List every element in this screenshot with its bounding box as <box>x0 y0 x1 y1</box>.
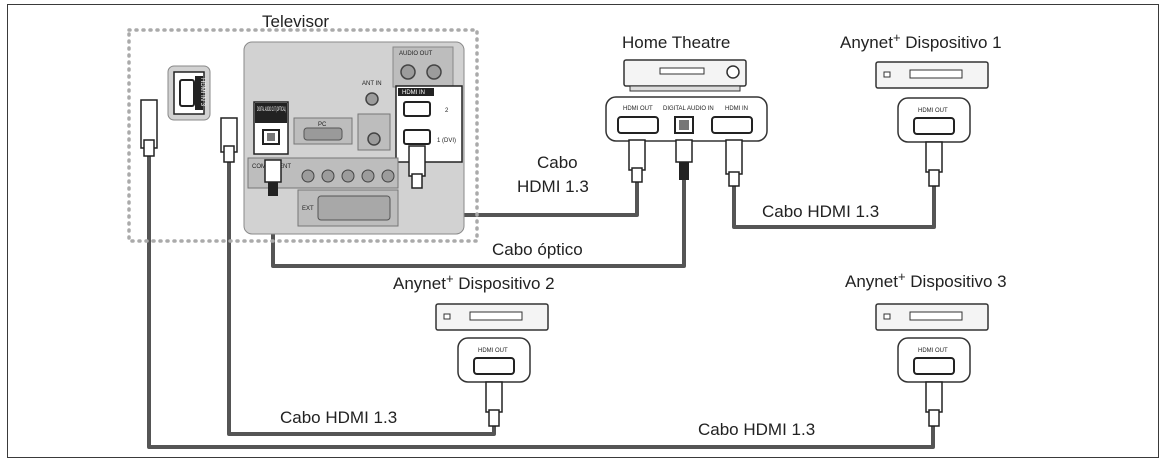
anynet-device-3: Anynet+ Dispositivo 3 HDMI OUT <box>845 269 1007 427</box>
cable-dev3-label: Cabo HDMI 1.3 <box>698 420 815 439</box>
scart-connector <box>317 195 391 221</box>
device2-hdmi-out-label: HDMI OUT <box>478 348 508 354</box>
tv-hdmi-in-block <box>395 85 463 163</box>
audio-out-block <box>392 46 454 88</box>
audio-out-label: AUDIO OUT <box>399 51 433 57</box>
cable-tv-ht-label-line2: HDMI 1.3 <box>517 177 589 196</box>
plug-ht-optical <box>675 139 693 180</box>
device2-anynet: Anynet <box>393 274 446 293</box>
cable-ht-dev1-label: Cabo HDMI 1.3 <box>762 202 879 221</box>
device2-sup: + <box>446 271 454 286</box>
anynet-device-1: Anynet+ Dispositivo 1 HDMI OUT <box>840 30 1002 187</box>
device3-name: Dispositivo 3 <box>910 272 1006 291</box>
tv-hdmi-in-header <box>398 88 434 96</box>
ant-in-label: ANT IN <box>362 81 382 87</box>
pc-label: PC <box>318 122 327 128</box>
ht-hdmi-out-port <box>617 116 659 134</box>
cable-device2 <box>227 160 496 436</box>
tv-dotted-border <box>127 28 479 243</box>
tv-hdmi-1-port <box>403 129 431 145</box>
device1-sup: + <box>893 30 901 45</box>
cable-tv-ht-label-line1: Cabo <box>537 153 578 172</box>
device3-label: Anynet+ Dispositivo 3 <box>845 269 1007 291</box>
device1-slot <box>909 69 963 79</box>
side-hdmi-label: HDMI IN 3 <box>199 78 205 107</box>
tv-label: Televisor <box>262 12 329 31</box>
side-hdmi-label-bg <box>195 76 203 110</box>
diagram-frame <box>7 4 1159 458</box>
ht-hdmi-in-label: HDMI IN <box>725 106 748 112</box>
digital-audio-out-label: DIGITAL AUDIO OUT (OPTICAL) <box>257 107 286 113</box>
device3-hdmi-port <box>913 357 955 375</box>
home-theatre-base <box>629 85 741 92</box>
device1-hdmi-port <box>913 117 955 135</box>
device3-hdmi-out-label: HDMI OUT <box>918 348 948 354</box>
cable-home-theatre-to-device1 <box>732 185 936 229</box>
component-jack-3 <box>341 169 355 183</box>
plug-device2-tv <box>220 117 238 163</box>
pc-connector <box>303 127 343 141</box>
device3-led <box>883 313 891 320</box>
device2-name: Dispositivo 2 <box>458 274 554 293</box>
component-jack-4 <box>361 169 375 183</box>
home-theatre: Home Theatre HDMI OUT DIGITAL AUDIO IN H… <box>605 33 768 187</box>
tv-group: Televisor AUDIO OUT ANT IN HDMI IN 2 1 (… <box>127 12 479 243</box>
cables <box>147 156 936 449</box>
device1-label: Anynet+ Dispositivo 1 <box>840 30 1002 52</box>
cable-dev2-label: Cabo HDMI 1.3 <box>280 408 397 427</box>
cable-optical-label: Cabo óptico <box>492 240 583 259</box>
audio-out-r-jack <box>426 64 442 80</box>
anynet-device-2: Anynet+ Dispositivo 2 HDMI OUT <box>393 271 555 427</box>
component-jack-2 <box>321 169 335 183</box>
device2-label: Anynet+ Dispositivo 2 <box>393 271 555 293</box>
ht-optical-inner <box>679 120 689 130</box>
component-jack-1 <box>301 169 315 183</box>
side-hdmi-port <box>179 79 195 107</box>
ht-digital-audio-in-label: DIGITAL AUDIO IN <box>663 106 714 112</box>
device3-sup: + <box>898 269 906 284</box>
plug-hdmi1-tv <box>408 145 426 189</box>
plug-optical-tv <box>264 159 282 196</box>
ht-hdmi-out-label: HDMI OUT <box>623 106 653 112</box>
ext-label: EXT <box>302 206 314 212</box>
device2-led <box>443 313 451 320</box>
plug-device2 <box>485 381 503 427</box>
home-theatre-knob <box>726 65 740 79</box>
device3-slot <box>909 311 963 321</box>
device1-anynet: Anynet <box>840 33 893 52</box>
plug-device3 <box>925 381 943 427</box>
tv-hdmi-2-port <box>403 101 431 117</box>
device1-led <box>883 71 891 78</box>
device3-anynet: Anynet <box>845 272 898 291</box>
tv-hdmi-2-label: 2 <box>445 108 449 114</box>
cable-device3 <box>147 156 935 449</box>
plug-device1 <box>925 141 943 187</box>
device1-name: Dispositivo 1 <box>905 33 1001 52</box>
tv-hdmi-1-label: 1 (DVI) <box>437 138 456 144</box>
ht-hdmi-in-port <box>711 116 753 134</box>
tv-hdmi-in-label: HDMI IN <box>402 90 425 96</box>
home-theatre-label: Home Theatre <box>622 33 730 52</box>
ant-in-jack <box>365 92 379 106</box>
home-theatre-slot <box>659 67 705 75</box>
plug-side-hdmi <box>140 99 158 157</box>
device1-hdmi-out-label: HDMI OUT <box>918 108 948 114</box>
hdmi-audio-in-jack <box>367 132 381 146</box>
audio-out-l-jack <box>400 64 416 80</box>
digital-audio-out-header <box>255 103 287 123</box>
plug-ht-hdmi-in <box>725 139 743 187</box>
component-jack-5 <box>381 169 395 183</box>
optical-port-inner <box>267 133 275 141</box>
plug-ht-hdmi-out <box>628 139 646 183</box>
device2-slot <box>469 311 523 321</box>
cable-labels: Cabo HDMI 1.3 Cabo HDMI 1.3 Cabo óptico … <box>280 153 879 439</box>
device2-hdmi-port <box>473 357 515 375</box>
